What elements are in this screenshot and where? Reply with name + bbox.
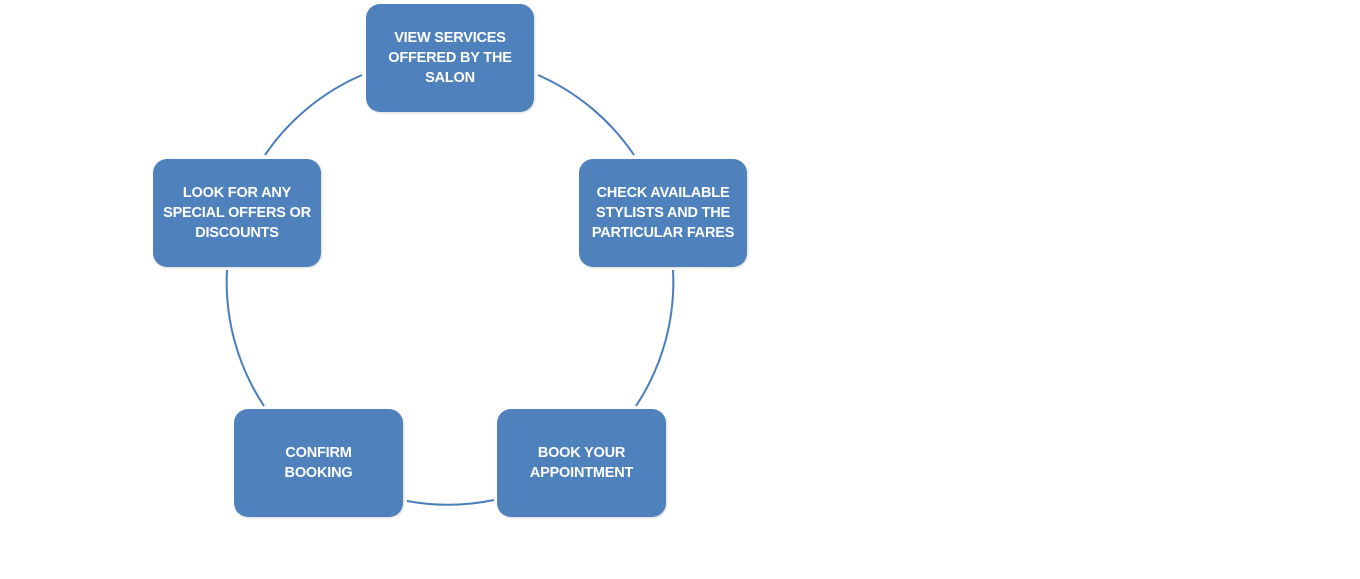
step-label: BOOK YOUR APPOINTMENT	[529, 445, 634, 481]
connector-arc-5	[264, 74, 363, 156]
step-special-offers: LOOK FOR ANY SPECIAL OFFERS OR DISCOUNTS	[153, 159, 321, 267]
step-confirm-booking: CONFIRM BOOKING	[234, 409, 403, 517]
connector-arc-3	[406, 499, 495, 506]
connector-arc-1	[537, 74, 635, 156]
connector-arc-4	[225, 269, 265, 407]
step-label: CONFIRM BOOKING	[284, 445, 353, 481]
step-check-stylists: CHECK AVAILABLE STYLISTS AND THE PARTICU…	[579, 159, 747, 267]
step-label: VIEW SERVICES OFFERED BY THE SALON	[388, 30, 512, 86]
step-label: LOOK FOR ANY SPECIAL OFFERS OR DISCOUNTS	[163, 185, 311, 241]
step-view-services: VIEW SERVICES OFFERED BY THE SALON	[366, 4, 534, 112]
step-book-appointment: BOOK YOUR APPOINTMENT	[497, 409, 666, 517]
connector-arc-2	[635, 269, 675, 407]
step-label: CHECK AVAILABLE STYLISTS AND THE PARTICU…	[591, 185, 735, 241]
